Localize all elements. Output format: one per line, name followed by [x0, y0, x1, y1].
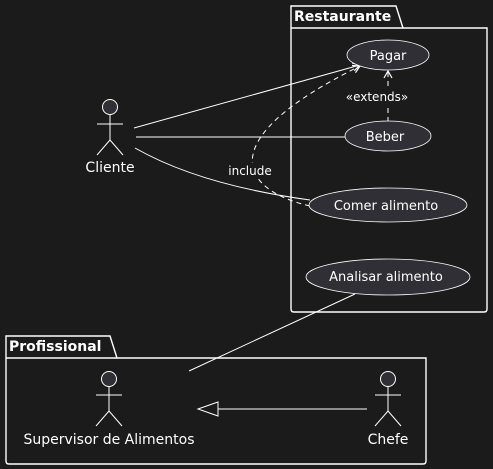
- usecase-pagar[interactable]: Pagar: [346, 39, 430, 71]
- package-profissional: Profissional: [5, 335, 427, 465]
- include-relation-line: [252, 64, 362, 207]
- extends-label: «extends»: [346, 90, 409, 104]
- usecase-pagar-label: Pagar: [370, 49, 407, 64]
- actor-supervisor-label: Supervisor de Alimentos: [23, 432, 194, 448]
- usecase-comer-alimento[interactable]: Comer alimento: [308, 187, 468, 223]
- package-restaurante-frame: [290, 5, 488, 313]
- actor-supervisor-head-icon: [101, 371, 117, 387]
- package-profissional-frame: [5, 335, 427, 465]
- usecase-beber-label: Beber: [366, 130, 405, 145]
- usecase-beber[interactable]: Beber: [344, 120, 432, 152]
- actor-supervisor[interactable]: [95, 371, 123, 427]
- usecase-analisar-alimento[interactable]: Analisar alimento: [305, 258, 471, 296]
- cliente-pagar-link: [133, 62, 362, 129]
- generalization-arrowhead: [196, 401, 219, 417]
- actor-cliente[interactable]: [96, 99, 124, 156]
- package-restaurante-title: Restaurante: [294, 9, 391, 25]
- package-profissional-title: Profissional: [9, 339, 101, 355]
- usecase-comer-alimento-label: Comer alimento: [334, 199, 438, 214]
- cliente-comer-link: [134, 147, 311, 201]
- supervisor-analisar-link: [188, 293, 356, 372]
- usecase-analisar-alimento-label: Analisar alimento: [329, 270, 443, 285]
- include-label: include: [228, 164, 271, 178]
- package-restaurante: Restaurante: [290, 5, 488, 313]
- connections: [133, 62, 393, 417]
- actor-chefe-head-icon: [380, 371, 396, 387]
- actor-cliente-label: Cliente: [85, 160, 134, 176]
- actor-chefe-label: Chefe: [368, 432, 409, 448]
- actor-chefe[interactable]: [374, 371, 402, 427]
- actor-cliente-head-icon: [102, 99, 118, 115]
